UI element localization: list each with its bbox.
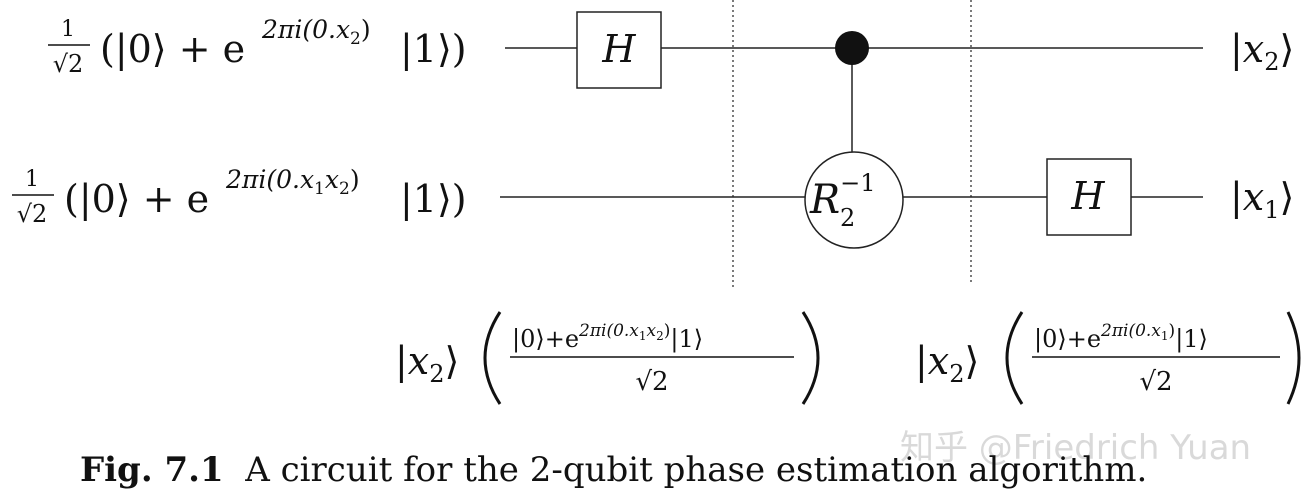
mid-right-num-close: |1⟩ <box>1175 325 1208 354</box>
input-top-frac-den: √2 <box>53 50 84 78</box>
svg-text:|x1⟩: |x1⟩ <box>1230 175 1294 224</box>
input-state-bottom: 1 √2 (|0⟩ + e 2πi(0.x1x2) |1⟩) <box>12 165 467 228</box>
hadamard-gate-bottom: H <box>1046 158 1132 236</box>
svg-text:|1⟩): |1⟩) <box>400 27 467 71</box>
input-state-top: 1 √2 (|0⟩ + e 2πi(0.x2) |1⟩) <box>48 15 467 78</box>
input-bottom-exp-sub1: 1 <box>314 179 325 199</box>
intermediate-state-right: |x2⟩ |0⟩+e2πi(0.x1)|1⟩ √2 <box>915 311 1301 405</box>
input-bottom-frac-den: √2 <box>17 200 48 228</box>
mid-right-num-open: |0⟩+e <box>1034 325 1101 354</box>
intermediate-state-left: |x2⟩ |0⟩+e2πi(0.x1x2)|1⟩ √2 <box>395 311 820 405</box>
input-top-open: (|0⟩ + e <box>100 27 245 71</box>
mid-left-num-exp: 2πi(0.x <box>578 321 639 341</box>
mid-left-num-exp-sub2: 2 <box>656 329 664 343</box>
input-bottom-open: (|0⟩ + e <box>64 177 209 221</box>
mid-right-num-exp-close: ) <box>1169 321 1176 341</box>
input-top-exp-sub: 2 <box>350 29 361 49</box>
mid-left-ket: |x <box>395 339 429 383</box>
hadamard-gate-top-label: H <box>601 27 636 71</box>
mid-left-ket-close: ⟩ <box>445 339 460 383</box>
figure-caption-text: A circuit for the 2-qubit phase estimati… <box>245 450 1148 490</box>
input-bottom-frac-num: 1 <box>25 167 39 192</box>
rotation-gate-sub: 2 <box>840 204 855 232</box>
input-bottom-exp-close: ) <box>350 165 360 194</box>
mid-left-paren-close <box>801 311 820 405</box>
mid-left-num-open: |0⟩+e <box>512 325 579 354</box>
input-top-exp-close: ) <box>361 15 371 44</box>
output-top-ket-open: |x <box>1230 27 1264 71</box>
input-bottom-close: |1⟩) <box>400 177 467 221</box>
mid-left-num-exp-close: ) <box>664 321 671 341</box>
controlled-rotation-gate: R−1 2 <box>804 151 904 249</box>
mid-left-den: √2 <box>635 367 668 397</box>
control-dot <box>835 31 869 65</box>
mid-left-ket-sub: 2 <box>429 360 444 388</box>
svg-text:(|0⟩ + e: (|0⟩ + e <box>64 177 209 221</box>
input-top-close: |1⟩) <box>400 27 467 71</box>
output-state-top: |x2⟩ <box>1230 27 1294 76</box>
rotation-gate-sup: −1 <box>840 169 875 197</box>
input-top-frac-num: 1 <box>61 17 75 42</box>
mid-left-num-exp-mid: x <box>647 321 657 341</box>
hadamard-gate-top: H <box>576 11 662 89</box>
output-bottom-sub: 1 <box>1264 196 1279 224</box>
svg-text:2πi(0.x2): 2πi(0.x2) <box>261 15 371 49</box>
output-top-sub: 2 <box>1264 48 1279 76</box>
output-top-ket-close: ⟩ <box>1280 27 1295 71</box>
mid-right-paren-open <box>1005 311 1024 405</box>
svg-text:|x2⟩: |x2⟩ <box>1230 27 1294 76</box>
figure-caption: Fig. 7.1 A circuit for the 2-qubit phase… <box>80 450 1300 490</box>
input-top-exp: 2πi(0.x <box>261 15 350 44</box>
watermark: 知乎 @Friedrich Yuan <box>900 428 1252 468</box>
svg-text:|x2⟩: |x2⟩ <box>395 339 459 388</box>
output-state-bottom: |x1⟩ <box>1230 175 1294 224</box>
mid-right-paren-close <box>1286 311 1301 405</box>
figure-caption-label: Fig. 7.1 <box>80 450 224 490</box>
mid-left-num-close: |1⟩ <box>670 325 703 354</box>
output-bottom-ket-close: ⟩ <box>1280 175 1295 219</box>
hadamard-gate-bottom-label: H <box>1070 174 1105 218</box>
svg-text:|0⟩+e2πi(0.x1x2)|1⟩: |0⟩+e2πi(0.x1x2)|1⟩ <box>512 321 703 354</box>
svg-text:|x2⟩: |x2⟩ <box>915 339 979 388</box>
mid-right-den: √2 <box>1139 367 1172 397</box>
mid-left-num-exp-sub1: 1 <box>639 329 647 343</box>
svg-text:|1⟩): |1⟩) <box>400 177 467 221</box>
rotation-gate-base: R <box>809 177 840 223</box>
mid-right-num-exp-sub1: 1 <box>1161 329 1169 343</box>
input-bottom-exp-sub2: 2 <box>339 179 350 199</box>
svg-text:2πi(0.x1x2): 2πi(0.x1x2) <box>225 165 360 199</box>
input-bottom-exp: 2πi(0.x <box>225 165 314 194</box>
mid-right-num-exp: 2πi(0.x <box>1100 321 1161 341</box>
mid-right-ket-sub: 2 <box>949 360 964 388</box>
svg-text:(|0⟩ + e: (|0⟩ + e <box>100 27 245 71</box>
svg-text:R−1: R−1 <box>809 169 876 223</box>
mid-left-paren-open <box>483 311 502 405</box>
mid-right-ket: |x <box>915 339 949 383</box>
svg-text:|0⟩+e2πi(0.x1)|1⟩: |0⟩+e2πi(0.x1)|1⟩ <box>1034 321 1208 354</box>
input-bottom-exp-mid: x <box>325 165 339 194</box>
mid-right-ket-close: ⟩ <box>965 339 980 383</box>
output-bottom-ket-open: |x <box>1230 175 1264 219</box>
